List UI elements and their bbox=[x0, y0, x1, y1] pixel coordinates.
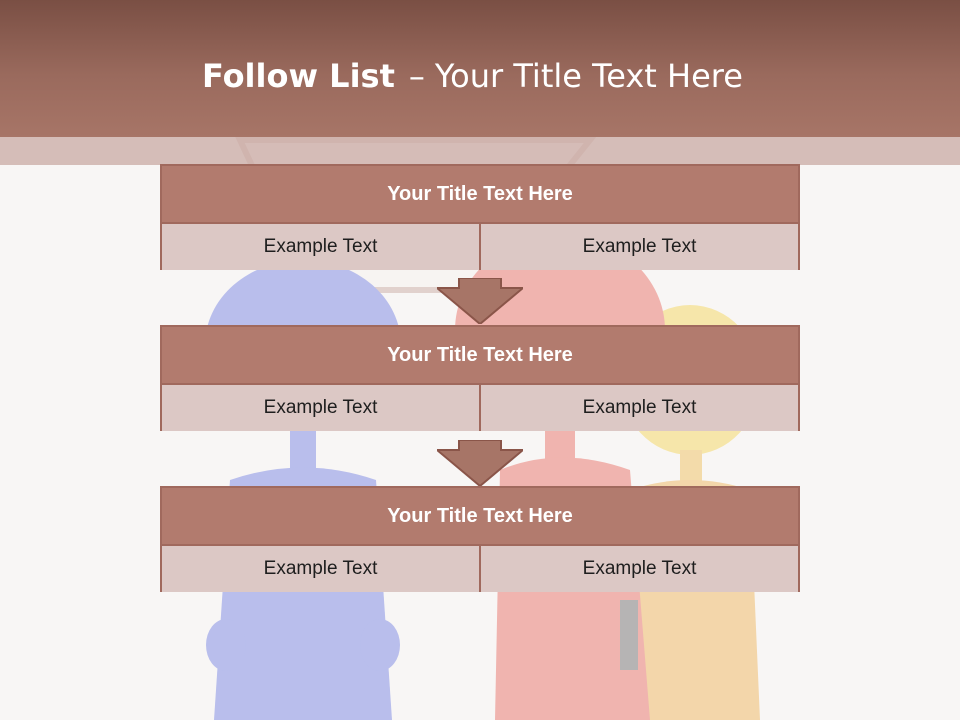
block-3-cell-right: Example Text bbox=[479, 546, 798, 592]
header-strip bbox=[0, 137, 960, 165]
header-bar bbox=[0, 0, 960, 137]
block-1-cell-left: Example Text bbox=[162, 224, 479, 270]
list-block-1: Your Title Text Here Example Text Exampl… bbox=[160, 164, 800, 270]
block-3-cell-left: Example Text bbox=[162, 546, 479, 592]
slide-title: Follow List–Your Title Text Here bbox=[202, 54, 743, 98]
block-1-row: Example Text Example Text bbox=[162, 224, 798, 270]
down-arrow-icon bbox=[437, 278, 523, 324]
down-arrow-icon bbox=[437, 440, 523, 486]
block-2-cell-right: Example Text bbox=[479, 385, 798, 431]
block-2-cell-left: Example Text bbox=[162, 385, 479, 431]
block-2-row: Example Text Example Text bbox=[162, 385, 798, 431]
block-2-heading: Your Title Text Here bbox=[162, 327, 798, 385]
list-block-2: Your Title Text Here Example Text Exampl… bbox=[160, 325, 800, 431]
block-3-row: Example Text Example Text bbox=[162, 546, 798, 592]
title-bold: Follow List bbox=[202, 57, 395, 95]
block-1-cell-right: Example Text bbox=[479, 224, 798, 270]
title-dash: – bbox=[408, 57, 425, 95]
block-1-heading: Your Title Text Here bbox=[162, 166, 798, 224]
title-rest: Your Title Text Here bbox=[434, 57, 743, 95]
list-block-3: Your Title Text Here Example Text Exampl… bbox=[160, 486, 800, 592]
block-3-heading: Your Title Text Here bbox=[162, 488, 798, 546]
